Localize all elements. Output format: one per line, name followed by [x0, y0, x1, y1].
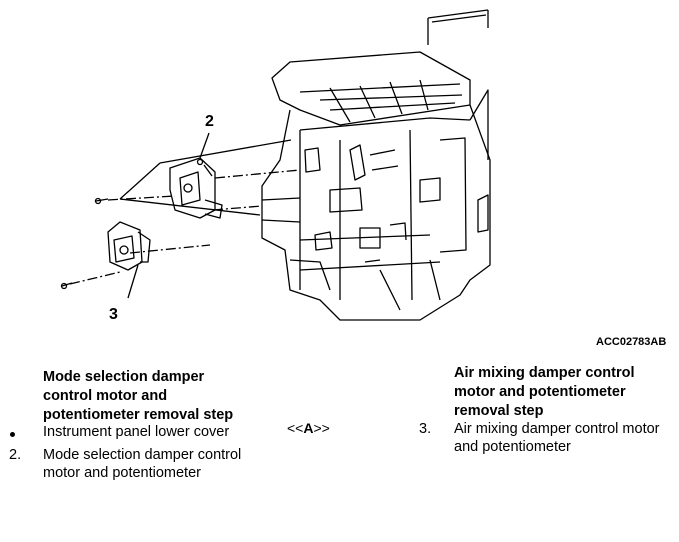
right-heading-line3: removal step: [454, 403, 544, 419]
left-heading-line3: potentiometer removal step: [43, 407, 234, 423]
left-item-2-marker: 2.: [9, 447, 22, 463]
callout-3: 3: [109, 306, 118, 323]
reference-open: <<: [287, 420, 304, 436]
reference-close: >>: [313, 420, 330, 436]
reference-letter: A: [303, 420, 314, 436]
left-item-2-line2: motor and potentiometer: [43, 465, 201, 481]
left-heading-line2: control motor and: [43, 388, 168, 404]
figure-code: ACC02783AB: [596, 336, 667, 348]
bullet-icon: [10, 432, 15, 437]
left-item-1-line1: Instrument panel lower cover: [43, 424, 230, 440]
right-item-3-line2: and potentiometer: [454, 439, 571, 455]
left-heading-line1: Mode selection damper: [43, 369, 205, 385]
right-item-3-line1: Air mixing damper control motor: [454, 421, 660, 437]
right-item-3-marker: 3.: [419, 421, 432, 437]
left-item-2-line1: Mode selection damper control: [43, 447, 242, 463]
reference-mark: <<A>>: [287, 419, 330, 438]
right-heading-line2: motor and potentiometer: [454, 384, 626, 400]
callout-2: 2: [205, 113, 214, 130]
right-heading-line1: Air mixing damper control: [454, 365, 635, 381]
heater-unit-illustration: [60, 9, 491, 321]
